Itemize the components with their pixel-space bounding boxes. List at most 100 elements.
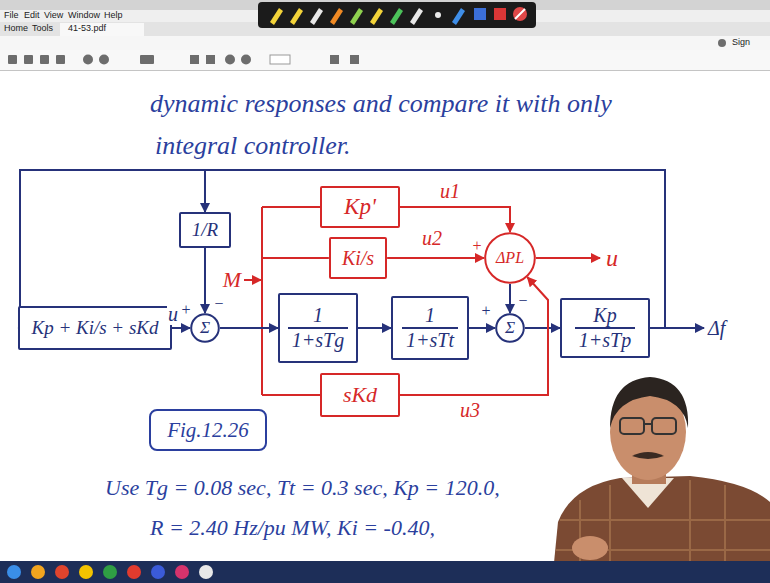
feed-line xyxy=(261,207,263,395)
signal-connector xyxy=(525,327,560,329)
signal-connector xyxy=(387,257,484,259)
annotation-toolbar xyxy=(350,8,363,25)
sign-button: Sign xyxy=(732,38,750,48)
node-text: Fig.12.26 xyxy=(163,418,253,442)
signal-connector xyxy=(172,327,191,329)
window-chrome xyxy=(8,55,17,64)
handwritten-note: integral controller. xyxy=(155,132,350,161)
feed-branch xyxy=(262,257,329,259)
presenter-figure xyxy=(620,418,644,434)
window-chrome xyxy=(241,55,251,65)
window-chrome xyxy=(206,55,215,64)
annotation-toolbar xyxy=(370,8,383,25)
denominator: 1+sTp xyxy=(575,327,635,352)
taskbar xyxy=(151,565,165,579)
presenter-figure xyxy=(560,519,770,521)
tab-label: 41-53.pdf xyxy=(68,24,106,34)
turbine-box: 11+sTt xyxy=(391,296,469,360)
presenter-figure xyxy=(632,452,664,459)
window-chrome xyxy=(56,55,65,64)
junction-circle xyxy=(496,314,524,342)
window-chrome xyxy=(330,55,339,64)
sign-mark: − xyxy=(214,295,223,313)
signal-connector xyxy=(400,277,548,395)
proportional-box: Kp' xyxy=(320,186,400,228)
feed-branch xyxy=(262,206,320,208)
signal-name: u xyxy=(167,303,179,325)
window-chrome xyxy=(0,70,770,71)
signal-connector xyxy=(509,284,511,313)
taskbar xyxy=(0,561,770,583)
annotation-toolbar xyxy=(474,8,486,20)
annotation-toolbar xyxy=(513,7,527,21)
window-chrome xyxy=(99,55,109,65)
handwritten-note: dynamic responses and compare it with on… xyxy=(150,90,612,119)
taskbar xyxy=(175,565,189,579)
node-text: Ki/s xyxy=(338,247,378,270)
taskbar xyxy=(103,565,117,579)
annotation-toolbar xyxy=(330,8,343,25)
numerator: Kp xyxy=(589,304,620,327)
window-chrome xyxy=(60,23,144,36)
sign-mark: + xyxy=(181,301,190,319)
node-text: Kp + Ki/s + sKd xyxy=(27,317,162,339)
window-chrome xyxy=(140,55,154,64)
signal-connector xyxy=(205,170,665,328)
feed-branch xyxy=(262,394,320,396)
annotation-toolbar xyxy=(515,9,525,19)
signal-wires xyxy=(244,207,704,395)
power-system-box: Kp1+sTp xyxy=(560,298,650,358)
node-text: Σ xyxy=(196,318,214,338)
window-chrome xyxy=(0,50,770,70)
annotation-toolbar xyxy=(270,8,283,25)
annotation-toolbar xyxy=(410,8,423,25)
integral-box: Ki/s xyxy=(329,237,387,279)
taskbar xyxy=(0,561,770,583)
signal-name: Δf xyxy=(708,317,725,339)
numerator: 1 xyxy=(309,304,327,327)
annotation-toolbar xyxy=(290,8,303,25)
annotation-toolbar xyxy=(310,8,323,25)
connectors xyxy=(18,170,665,395)
window-chrome xyxy=(83,55,93,65)
signal-name: u2 xyxy=(421,227,443,249)
taskbar xyxy=(55,565,69,579)
junction-circle xyxy=(191,314,219,342)
annotation-toolbar xyxy=(435,12,441,18)
window-chrome xyxy=(0,0,770,71)
taskbar xyxy=(127,565,141,579)
window-chrome xyxy=(8,39,726,65)
annotation-toolbar xyxy=(494,8,506,20)
signal-connector xyxy=(204,248,206,313)
annotation-toolbar xyxy=(258,2,536,28)
derivative-box: sKd xyxy=(320,373,400,417)
annotation-toolbar xyxy=(390,8,403,25)
taskbar xyxy=(79,565,93,579)
figure-tag: Fig.12.26 xyxy=(149,409,267,451)
annotation-toolbar xyxy=(258,2,536,28)
denominator: 1+sTg xyxy=(288,327,348,352)
taskbar xyxy=(31,565,45,579)
input-arrow xyxy=(244,279,261,281)
parameter-note: Use Tg = 0.08 sec, Tt = 0.3 sec, Kp = 12… xyxy=(105,476,500,500)
window-chrome xyxy=(190,55,199,64)
window-chrome xyxy=(24,55,33,64)
signal-connector xyxy=(358,327,391,329)
node-text: Kp' xyxy=(340,194,380,220)
window-chrome xyxy=(40,55,49,64)
tab-label: Home xyxy=(4,24,28,34)
controller-box: Kp + Ki/s + sKd xyxy=(18,306,171,350)
denominator: 1+sTt xyxy=(402,327,458,352)
load-summing-junction: ΔPL xyxy=(484,232,536,284)
droop-box: 1/R xyxy=(179,212,231,248)
menu-item: File xyxy=(4,11,19,21)
window-chrome xyxy=(350,55,359,64)
presenter-figure xyxy=(644,423,652,425)
window-chrome xyxy=(0,36,770,50)
annotation-toolbar xyxy=(452,8,465,25)
node-text: sKd xyxy=(339,382,381,407)
menu-item: Window xyxy=(68,11,100,21)
summing-junction: Σ xyxy=(190,313,220,343)
parameter-note: R = 2.40 Hz/pu MW, Ki = -0.40, xyxy=(150,516,435,540)
